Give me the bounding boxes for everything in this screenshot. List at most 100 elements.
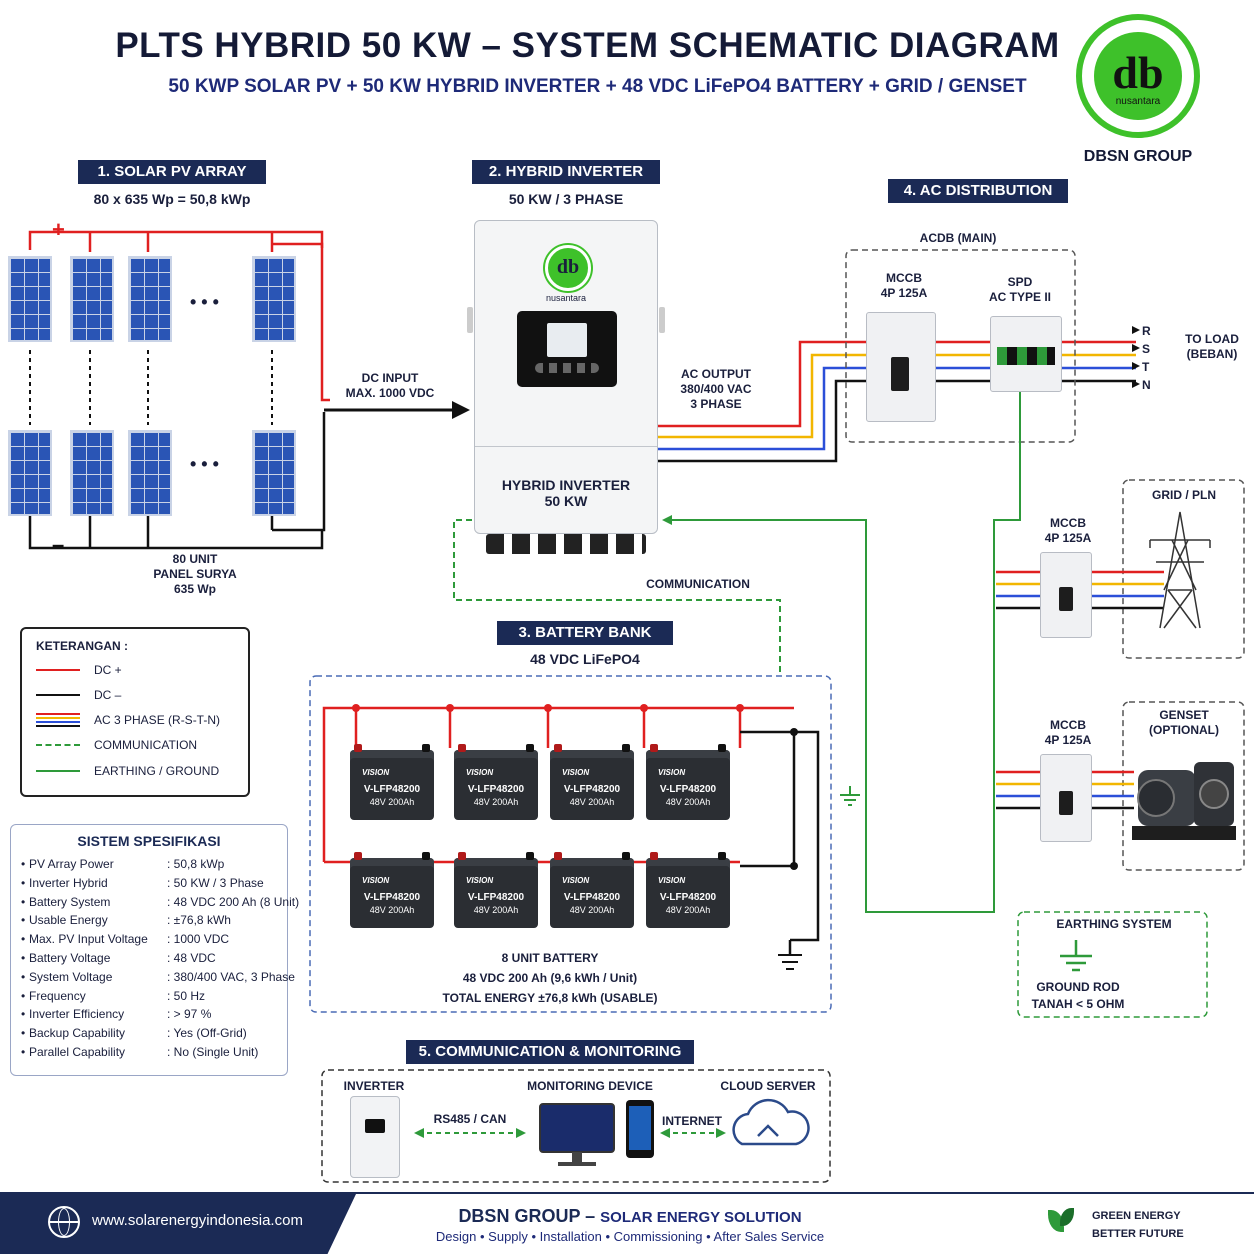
genset-title: GENSET(OPTIONAL) <box>1149 708 1219 737</box>
spec-title: SISTEM SPESIFIKASI <box>77 833 221 849</box>
grid-mccb <box>1040 552 1092 638</box>
solar-panel <box>70 256 114 342</box>
pv-more-dots: • • • <box>190 292 219 312</box>
spec-value: : > 97 % <box>167 1007 212 1022</box>
monitoring-inverter-icon <box>350 1096 400 1178</box>
battery-subtitle: 48 VDC LiFePO4 <box>530 651 640 667</box>
solar-panel <box>252 256 296 342</box>
cloud-server-label: CLOUD SERVER <box>720 1079 816 1093</box>
pv-dc-plus-wiring <box>28 230 330 402</box>
ac-output-wiring <box>658 340 866 463</box>
communication-wiring <box>453 519 781 676</box>
grid-title: GRID / PLN <box>1151 488 1216 502</box>
monitoring-device-label: MONITORING DEVICE <box>527 1079 653 1093</box>
internet-label: INTERNET <box>662 1114 722 1128</box>
spec-key: System Voltage <box>29 969 113 984</box>
inverter-cable-glands <box>486 534 646 554</box>
acdb-mccb <box>866 312 936 422</box>
spec-value: : Yes (Off-Grid) <box>167 1026 247 1041</box>
genset-engine-icon <box>1132 762 1236 840</box>
pv-plus-sign: + <box>52 217 65 242</box>
spec-key: Usable Energy <box>29 913 108 928</box>
monitor-icon <box>539 1103 615 1166</box>
pv-section-header: 1. SOLAR PV ARRAY <box>78 160 266 184</box>
spec-key: Battery System <box>29 894 111 909</box>
spec-key: Battery Voltage <box>29 951 111 965</box>
battery-dc-minus-wiring <box>740 730 820 955</box>
spec-key: Parallel Capability <box>29 1045 126 1059</box>
spec-value: : 1000 VDC <box>167 932 230 947</box>
spec-key: Inverter Efficiency <box>29 1007 125 1022</box>
load-arrows <box>1132 326 1140 388</box>
spec-value: : 48 VDC 200 Ah (8 Unit) <box>167 894 300 909</box>
spec-value: : 50,8 kWp <box>167 857 225 871</box>
earthing-box <box>1017 911 1208 1018</box>
spec-value: : 48 VDC <box>167 951 216 965</box>
spec-key: Backup Capability <box>29 1026 126 1041</box>
monitoring-box <box>321 1069 831 1183</box>
spec-key: Max. PV Input Voltage <box>29 932 148 947</box>
inverter-section-header: 2. HYBRID INVERTER <box>472 160 660 184</box>
ac-dist-section-header: 4. AC DISTRIBUTION <box>888 179 1068 203</box>
footer-tagline: DBSN GROUP – SOLAR ENERGY SOLUTION <box>458 1206 802 1226</box>
genset-mccb <box>1040 754 1092 842</box>
phone-icon <box>626 1100 654 1158</box>
solar-panel <box>128 430 172 516</box>
acdb-box <box>845 249 1076 443</box>
pv-minus-sign: – <box>52 532 65 557</box>
logo-sub: nusantara <box>1115 96 1161 107</box>
battery-junctions <box>352 704 798 870</box>
inverter-brand: nusantara <box>545 293 587 303</box>
company-logo: db nusantara <box>1076 14 1200 138</box>
battery-ground-symbol <box>778 954 802 970</box>
inverter-display <box>517 311 617 387</box>
spd-device <box>990 316 1062 392</box>
monitoring-section-header: 5. COMMUNICATION & MONITORING <box>406 1040 694 1064</box>
grid-box <box>1122 479 1245 659</box>
acdb-label: ACDB (MAIN) <box>919 231 997 245</box>
monitoring-inverter-label: INVERTER <box>343 1079 405 1093</box>
footer-url[interactable]: www.solarenergyindonesia.com <box>92 1212 303 1229</box>
spec-value: : No (Single Unit) <box>167 1045 259 1059</box>
rs485-label: RS485 / CAN <box>433 1112 507 1126</box>
spec-value: : 380/400 VAC, 3 Phase <box>167 969 295 984</box>
solar-panel <box>128 256 172 342</box>
system-spec-box: SISTEM SPESIFIKASI •PV Array Power: 50,8… <box>10 824 299 1076</box>
solar-panel <box>70 430 114 516</box>
small-ground-symbol <box>840 786 860 806</box>
pv-more-dots: • • • <box>190 454 219 474</box>
spec-value: : 50 KW / 3 Phase <box>167 875 264 890</box>
pv-subtitle: 80 x 635 Wp = 50,8 kWp <box>93 191 251 207</box>
inverter-logo: db <box>545 245 591 291</box>
spec-key: Frequency <box>29 988 86 1003</box>
solar-panel <box>8 256 52 342</box>
globe-icon <box>48 1206 80 1238</box>
earthing-title: EARTHING SYSTEM <box>1056 917 1172 931</box>
spec-value: : ±76,8 kWh <box>167 913 231 928</box>
spec-key: Inverter Hybrid <box>29 875 108 890</box>
earthing-wiring <box>662 392 1021 913</box>
solar-panel <box>8 430 52 516</box>
communication-label: COMMUNICATION <box>646 577 750 591</box>
spec-value: : 50 Hz <box>167 988 206 1003</box>
solar-panel <box>252 430 296 516</box>
logo-mark: db <box>1112 47 1164 98</box>
inverter-subtitle: 50 KW / 3 PHASE <box>508 191 624 207</box>
